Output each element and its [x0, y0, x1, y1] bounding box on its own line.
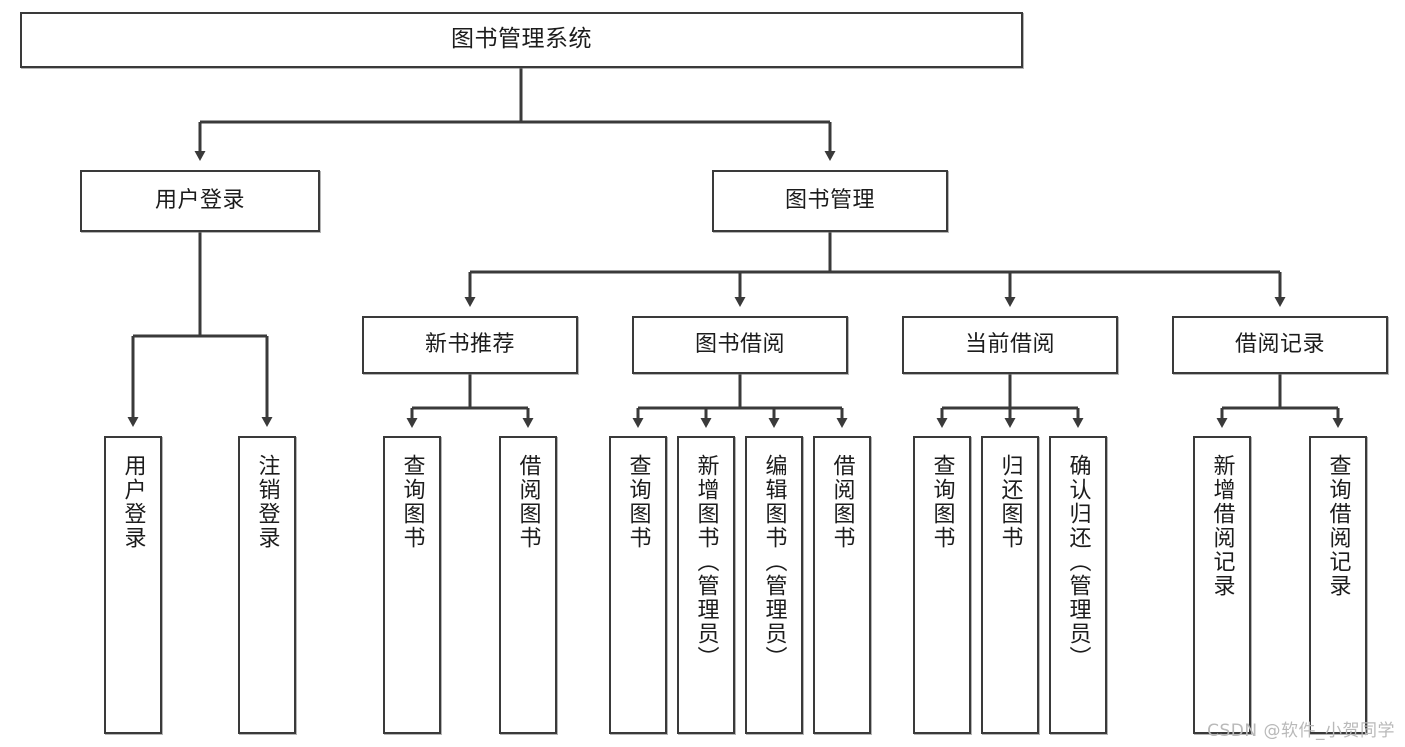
node-label: 查询图书 [625, 454, 651, 550]
leaf-new-book-query[interactable]: 查询图书 [383, 436, 441, 734]
node-label: 图书借阅 [694, 332, 785, 358]
leaf-record-query[interactable]: 查询借阅记录 [1309, 436, 1367, 734]
node-label: 新增图书（管理员） [693, 454, 719, 670]
node-label: 图书管理系统 [451, 26, 592, 53]
node-label: 编辑图书（管理员） [761, 454, 787, 670]
node-label: 用户登录 [120, 454, 146, 550]
leaf-current-return-book[interactable]: 归还图书 [981, 436, 1039, 734]
node-book-borrow[interactable]: 图书借阅 [632, 316, 848, 374]
node-label: 注销登录 [254, 454, 280, 550]
watermark: CSDN @软件_小贺同学 [1207, 721, 1395, 741]
leaf-borrow-edit-book[interactable]: 编辑图书（管理员） [745, 436, 803, 734]
node-label: 用户登录 [154, 188, 245, 214]
node-label: 归还图书 [997, 454, 1023, 550]
node-label: 图书管理 [784, 188, 875, 214]
node-label: 借阅图书 [515, 454, 541, 550]
node-book-management[interactable]: 图书管理 [712, 170, 948, 232]
node-label: 当前借阅 [964, 332, 1055, 358]
leaf-borrow-query-book[interactable]: 查询图书 [609, 436, 667, 734]
node-label: 新增借阅记录 [1209, 454, 1235, 598]
node-root-system[interactable]: 图书管理系统 [20, 12, 1023, 68]
node-label: 确认归还（管理员） [1065, 454, 1091, 670]
leaf-borrow-add-book[interactable]: 新增图书（管理员） [677, 436, 735, 734]
leaf-new-book-borrow[interactable]: 借阅图书 [499, 436, 557, 734]
node-current-borrow[interactable]: 当前借阅 [902, 316, 1118, 374]
leaf-current-query-book[interactable]: 查询图书 [913, 436, 971, 734]
leaf-user-login[interactable]: 用户登录 [104, 436, 162, 734]
node-user-login[interactable]: 用户登录 [80, 170, 320, 232]
node-new-book-recommend[interactable]: 新书推荐 [362, 316, 578, 374]
node-label: 借阅记录 [1234, 332, 1325, 358]
leaf-logout-login[interactable]: 注销登录 [238, 436, 296, 734]
node-label: 查询图书 [399, 454, 425, 550]
node-label: 借阅图书 [829, 454, 855, 550]
leaf-current-confirm-return[interactable]: 确认归还（管理员） [1049, 436, 1107, 734]
node-label: 查询借阅记录 [1325, 454, 1351, 598]
node-borrow-record[interactable]: 借阅记录 [1172, 316, 1388, 374]
node-label: 新书推荐 [424, 332, 515, 358]
node-label: 查询图书 [929, 454, 955, 550]
leaf-borrow-borrow-book[interactable]: 借阅图书 [813, 436, 871, 734]
leaf-record-add[interactable]: 新增借阅记录 [1193, 436, 1251, 734]
